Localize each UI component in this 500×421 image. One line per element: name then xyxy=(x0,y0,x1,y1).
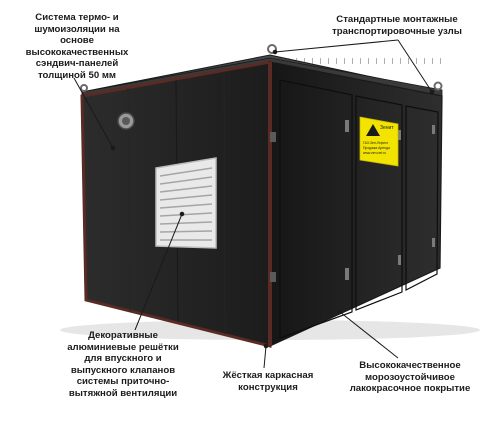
door-handle xyxy=(432,238,435,247)
hinge xyxy=(270,272,276,282)
callout-frame: Жёсткая каркасная конструкция xyxy=(222,370,314,393)
callout-line-transport-right xyxy=(397,39,433,93)
door-handle xyxy=(432,125,435,134)
door-handle xyxy=(398,255,401,265)
callout-grilles: Декоративные алюминиевые решётки для впу… xyxy=(67,330,179,399)
callout-line-paint xyxy=(339,311,399,359)
end-wall-seam xyxy=(223,70,226,335)
sign-line: ГАЗ-Зен-Гефест xyxy=(363,141,389,145)
exhaust-pipe-opening xyxy=(122,117,130,125)
callout-line-frame xyxy=(263,345,267,369)
callout-insulation: Система термо- и шумоизоляции на основе … xyxy=(25,12,129,81)
hinge xyxy=(270,132,276,142)
callout-transport: Стандартные монтажные транспортировочные… xyxy=(332,14,462,37)
sign-brand: Зенит xyxy=(380,125,394,131)
company-sign: Зенит ГАЗ-Зен-Гефест Продажа Аренда www.… xyxy=(359,116,399,167)
callout-line-insulation xyxy=(73,77,114,149)
callout-line-transport-left xyxy=(274,39,399,53)
sign-line: Продажа Аренда xyxy=(363,146,390,150)
door-handle xyxy=(398,130,401,140)
roof-ribs xyxy=(270,58,442,64)
door-handle xyxy=(345,268,349,280)
callout-line-grilles xyxy=(134,213,183,331)
ventilation-grille xyxy=(155,157,217,249)
callout-lines xyxy=(73,39,435,369)
warning-triangle-icon xyxy=(366,124,380,136)
door-handle xyxy=(345,120,349,132)
sign-line: www.zen.net.ru xyxy=(363,151,386,155)
lifting-lug-icon xyxy=(80,44,443,92)
side-doors xyxy=(279,79,439,339)
callout-paint: Высококачественное морозоустойчивое лако… xyxy=(349,360,471,395)
